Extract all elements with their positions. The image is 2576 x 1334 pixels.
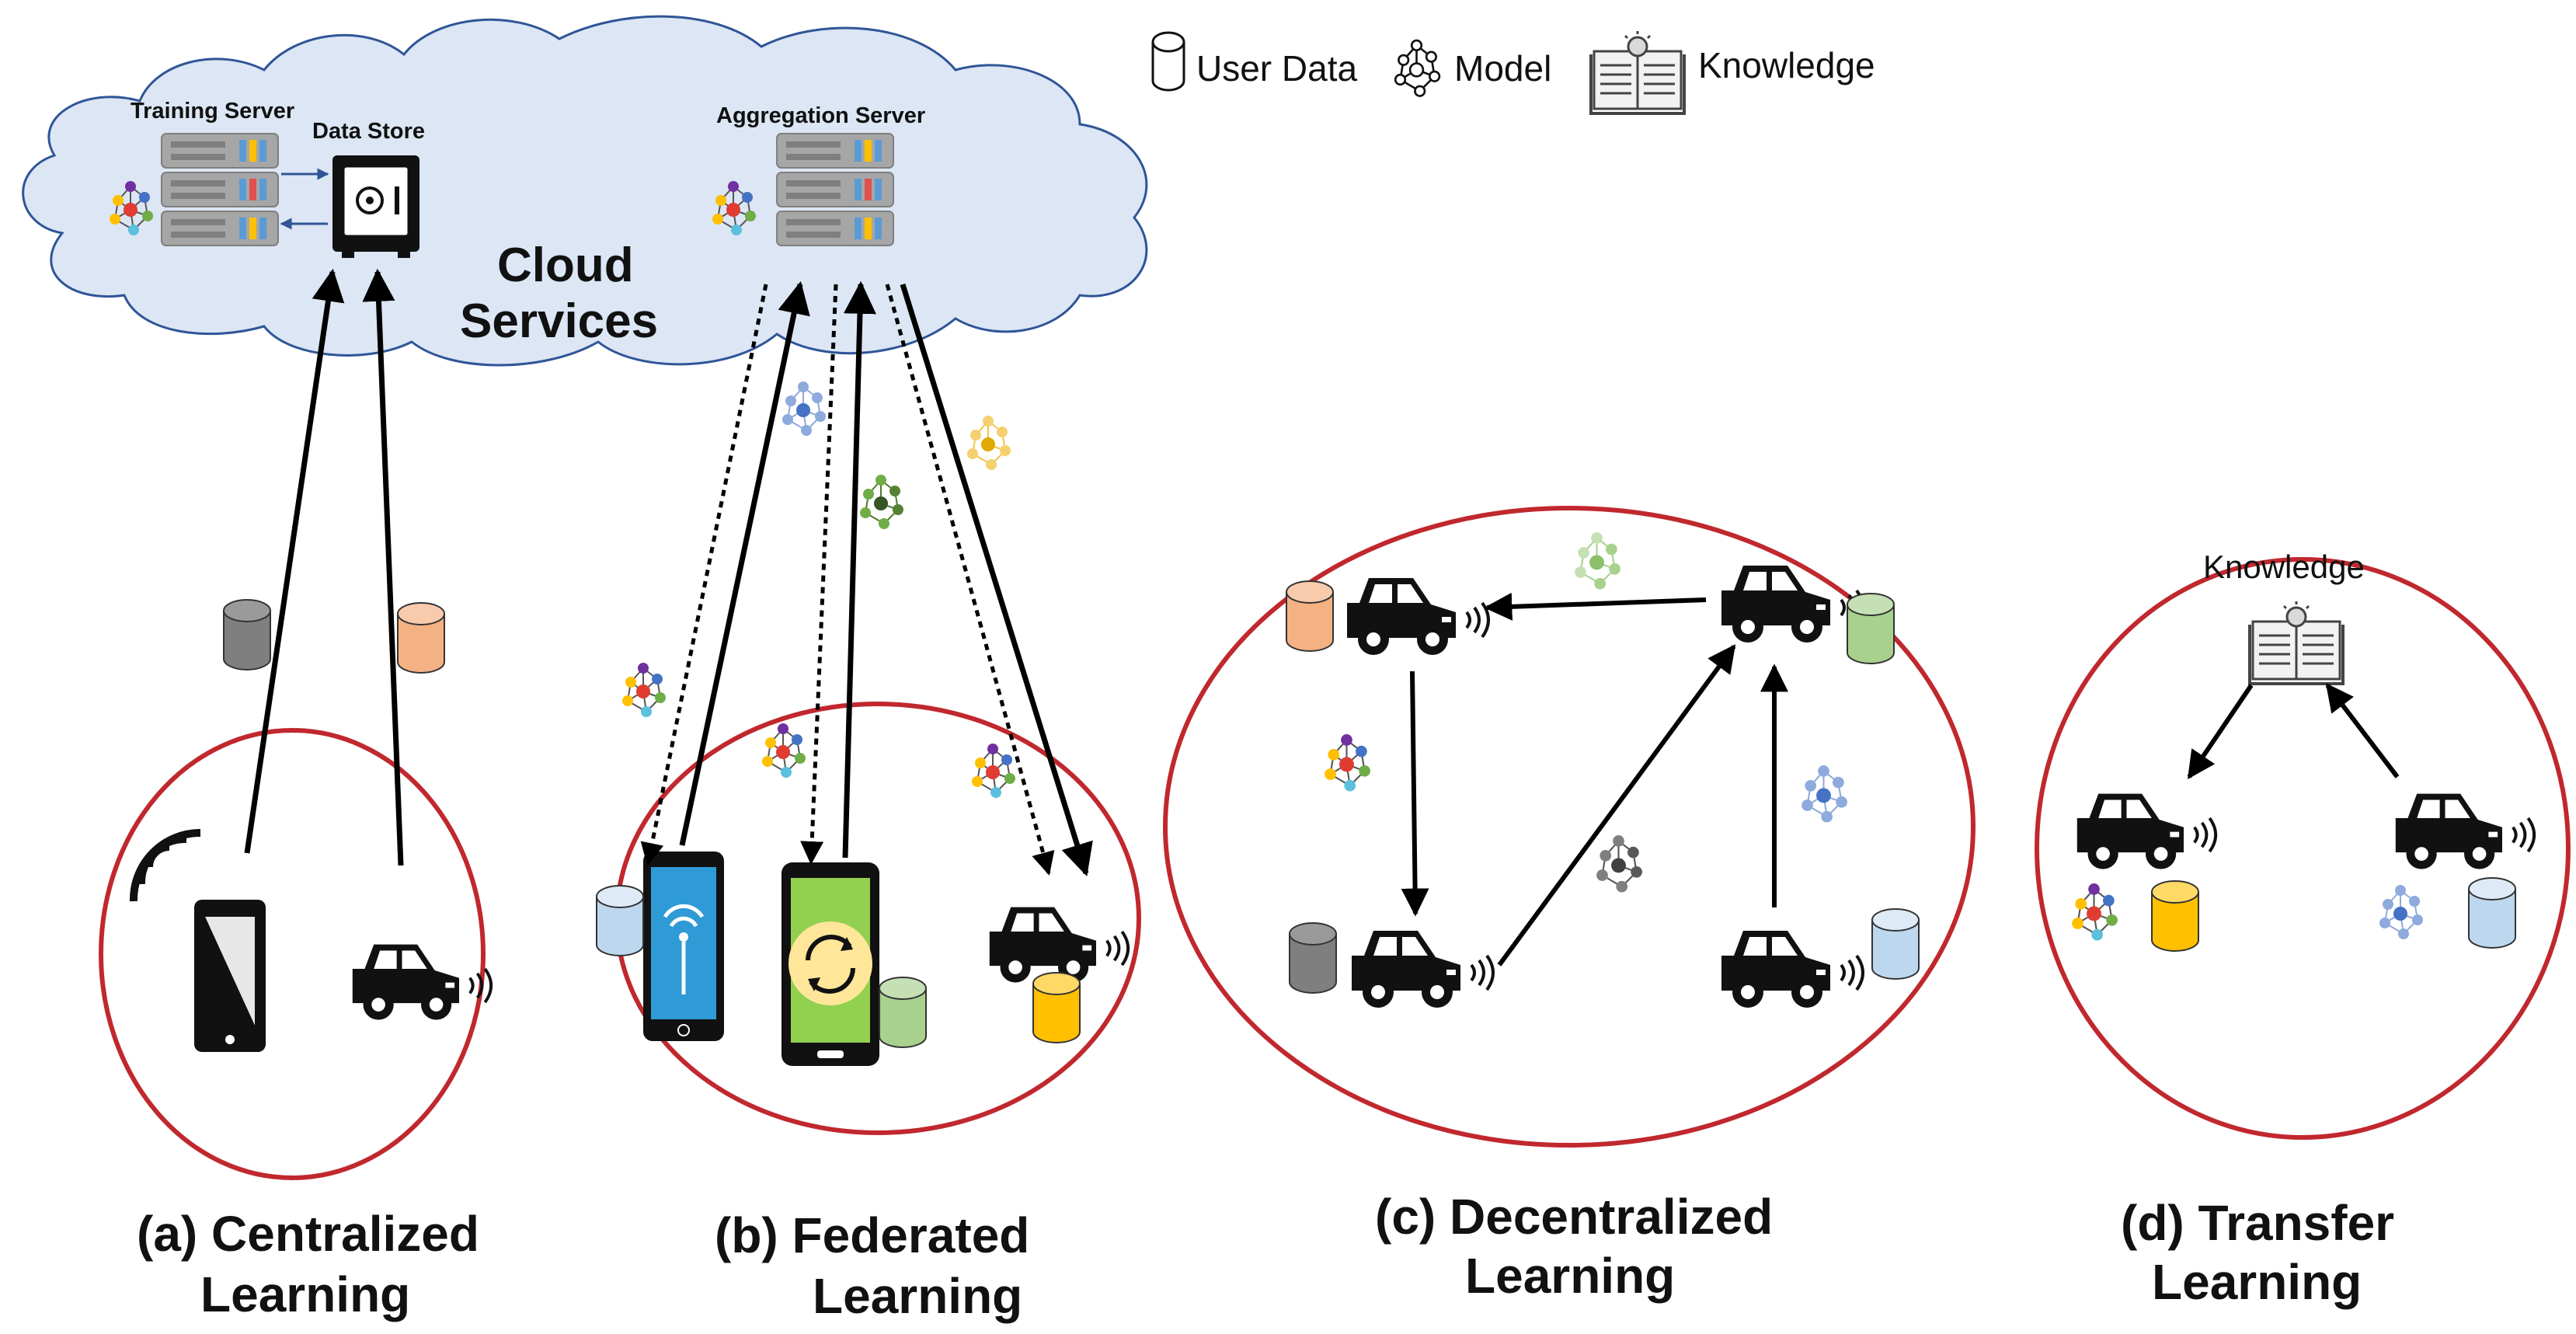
download-arrow bbox=[885, 284, 1055, 876]
panel-federated: (b) Federated Learning bbox=[596, 280, 1141, 1324]
peer-arrow bbox=[1497, 644, 1736, 967]
user-data-blue bbox=[2468, 877, 2516, 949]
caption-line1: (d) Transfer bbox=[2121, 1195, 2394, 1251]
upload-arrow bbox=[679, 280, 810, 846]
legend-user-data: User Data bbox=[1196, 48, 1357, 89]
legend: User Data Model Knowledge bbox=[1151, 30, 1875, 115]
training-server-label: Training Server bbox=[131, 99, 294, 124]
user-data-orange bbox=[1286, 580, 1334, 652]
caption-line1: (a) Centralized bbox=[137, 1206, 479, 1262]
car-icon bbox=[1720, 929, 1864, 1009]
aggregation-server-icon bbox=[776, 133, 894, 246]
phone-sync-icon bbox=[782, 862, 879, 1066]
model-icon bbox=[859, 474, 904, 530]
transfer-arrow bbox=[2187, 684, 2254, 779]
car-icon bbox=[1350, 929, 1495, 1009]
model-icon bbox=[971, 743, 1016, 799]
car-icon bbox=[2393, 792, 2536, 871]
phone-icon bbox=[643, 852, 724, 1041]
user-data-gray bbox=[223, 599, 271, 670]
car-icon bbox=[987, 905, 1130, 984]
panel-circle bbox=[99, 728, 486, 1180]
upload-arrow bbox=[244, 268, 345, 854]
training-server-icon bbox=[161, 133, 279, 246]
user-data-yellow bbox=[2151, 880, 2199, 952]
user-data-gray bbox=[1289, 922, 1337, 994]
knowledge-icon bbox=[2248, 600, 2345, 685]
download-arrow bbox=[640, 284, 768, 866]
car-icon bbox=[1345, 576, 1490, 657]
user-data-green bbox=[1847, 593, 1895, 664]
model-icon bbox=[2071, 883, 2118, 942]
cloud-services: Training Server Data Store Aggregation S… bbox=[22, 15, 1148, 367]
panel-decentralized: (c) Decentralized Learning bbox=[1163, 506, 1976, 1304]
caption-line2: Learning bbox=[813, 1268, 1022, 1324]
model-icon bbox=[782, 381, 827, 437]
legend-model: Model bbox=[1454, 48, 1551, 89]
upload-arrow bbox=[900, 283, 1093, 877]
model-legend-icon bbox=[1394, 39, 1441, 97]
user-data-green bbox=[879, 977, 927, 1048]
aggregation-server-label: Aggregation Server bbox=[716, 103, 925, 128]
peer-arrow bbox=[1401, 670, 1429, 917]
upload-arrow bbox=[842, 280, 876, 859]
panel-transfer: Knowledge (d) Transfer Learning bbox=[2035, 549, 2571, 1310]
data-store-label: Data Store bbox=[312, 119, 425, 144]
download-arrow bbox=[800, 284, 838, 865]
knowledge-legend-icon bbox=[1589, 30, 1686, 115]
model-icon bbox=[2379, 884, 2424, 940]
cloud-title-line2: Services bbox=[460, 294, 658, 348]
peer-arrow bbox=[1484, 592, 1707, 621]
car-icon bbox=[1720, 564, 1864, 644]
wifi-icon bbox=[129, 829, 201, 902]
car-icon bbox=[350, 942, 493, 1022]
model-icon bbox=[1596, 834, 1643, 893]
legend-knowledge: Knowledge bbox=[1698, 45, 1875, 85]
data-store-icon bbox=[332, 155, 419, 258]
phone-icon bbox=[194, 900, 266, 1052]
caption-line1: (b) Federated bbox=[715, 1207, 1029, 1263]
caption-line2: Learning bbox=[1465, 1248, 1675, 1304]
user-data-orange bbox=[397, 602, 445, 674]
cloud-shape bbox=[22, 15, 1148, 367]
caption-line1: (c) Decentralized bbox=[1375, 1189, 1773, 1245]
user-data-blue bbox=[596, 885, 644, 956]
model-icon bbox=[966, 415, 1011, 471]
model-icon bbox=[761, 723, 806, 778]
model-icon bbox=[621, 662, 667, 718]
caption-line2: Learning bbox=[2152, 1254, 2362, 1310]
cloud-title-line1: Cloud bbox=[497, 239, 634, 292]
user-data-legend-icon bbox=[1151, 31, 1185, 92]
caption-line2: Learning bbox=[200, 1266, 410, 1322]
upload-arrow bbox=[362, 268, 404, 866]
transfer-arrow bbox=[2325, 683, 2400, 778]
panel-circle bbox=[1163, 506, 1976, 1148]
model-icon bbox=[1574, 531, 1621, 590]
transfer-knowledge-label: Knowledge bbox=[2203, 549, 2365, 585]
user-data-blue bbox=[1871, 908, 1920, 980]
car-icon bbox=[2075, 792, 2218, 871]
model-icon bbox=[1801, 764, 1848, 824]
panel-circle bbox=[2035, 557, 2571, 1140]
model-icon bbox=[1324, 733, 1371, 792]
user-data-yellow bbox=[1032, 972, 1081, 1043]
panel-centralized: (a) Centralized Learning bbox=[99, 268, 493, 1322]
